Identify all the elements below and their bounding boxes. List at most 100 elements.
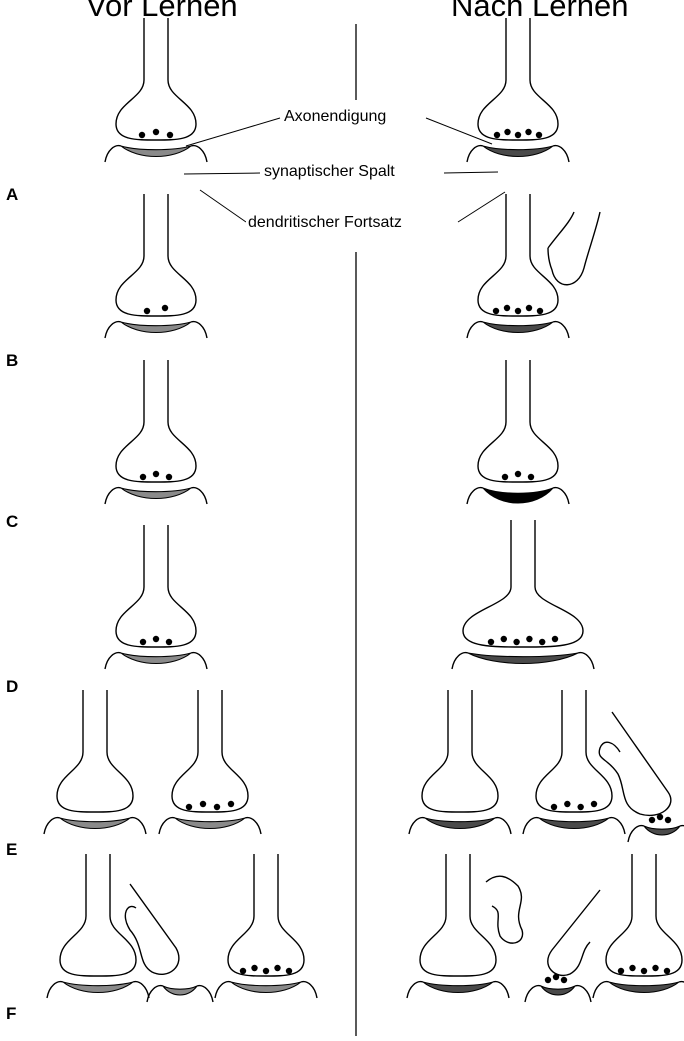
row-a-before-axon-terminal	[116, 18, 196, 140]
row-d-before-dendrite-right-edge	[191, 653, 207, 669]
row-c-before-vesicle	[153, 471, 159, 477]
row-b-after-vesicle	[537, 308, 543, 314]
leader-axon-left	[186, 118, 280, 146]
row-a-after-vesicle	[536, 132, 542, 138]
row-b-before-dendrite-left-edge	[105, 322, 121, 338]
row-f-after-2-dendrite-head	[541, 986, 575, 995]
row-e-before-2-vesicle	[228, 801, 234, 807]
row-b-after-vesicle	[526, 305, 532, 311]
row-f-before-3-vesicle	[240, 968, 246, 974]
row-c-before-vesicle	[166, 474, 172, 480]
row-f-after-2-dendrite-right-edge	[575, 986, 591, 1002]
row-c-before-axon-terminal	[116, 360, 196, 482]
row-f-after-1-dendrite-left-edge	[407, 982, 423, 998]
row-a-after-vesicle	[504, 129, 510, 135]
row-d-before-vesicle	[166, 639, 172, 645]
row-c-before-dendrite-left-edge	[105, 488, 121, 504]
row-c-after-axon-terminal	[478, 360, 558, 482]
row-f-before-2-dendrite-head	[163, 986, 197, 995]
row-e-before-1-dendrite-head	[60, 818, 130, 829]
leader-cleft-right	[444, 172, 498, 173]
row-d-before-dendrite-head	[121, 653, 191, 664]
row-e-after-3-vesicle	[657, 814, 663, 820]
row-e-after-1-dendrite-left-edge	[409, 818, 425, 834]
row-f-before-3-vesicle	[286, 968, 292, 974]
leader-dendrite-right	[458, 192, 505, 222]
row-e-after-3-dendrite-right-edge	[680, 826, 684, 842]
row-a-before-vesicle	[139, 132, 145, 138]
row-b-before-dendrite-head	[121, 322, 191, 333]
row-label-e: E	[6, 840, 17, 860]
row-label-b: B	[6, 351, 18, 371]
row-f-after-2-dendrite-left-edge	[525, 986, 541, 1002]
row-f-after-3-dendrite-head	[609, 982, 679, 993]
column-title-after: Nach Lernen	[451, 0, 629, 26]
row-f-before-3-dendrite-left-edge	[215, 982, 231, 998]
row-f-after-3-vesicle	[652, 965, 658, 971]
leader-cleft-left	[184, 173, 260, 174]
row-f-before-1-dendrite-head	[63, 982, 133, 993]
row-f-after-3-vesicle	[629, 965, 635, 971]
row-f-after-1-axon-terminal	[420, 854, 496, 976]
row-f-after-2-vesicle	[545, 977, 551, 983]
row-label-d: D	[6, 677, 18, 697]
row-c-after-vesicle	[515, 471, 521, 477]
row-c-after-dendrite-head	[483, 488, 553, 503]
callout-dendritic-spine: dendritischer Fortsatz	[246, 213, 404, 233]
row-f-after-3-vesicle	[618, 968, 624, 974]
row-e-after-1-axon-terminal	[422, 690, 498, 812]
row-d-after-axon-terminal	[463, 520, 583, 647]
row-f-before-3-vesicle	[274, 965, 280, 971]
row-d-after-dendrite-right-edge	[578, 653, 594, 669]
row-e-before-2-dendrite-head	[175, 818, 245, 829]
row-e-after-3-vesicle	[649, 817, 655, 823]
row-a-before-vesicle	[153, 129, 159, 135]
row-e-after-2-vesicle	[577, 804, 583, 810]
row-e-after-2-vesicle	[591, 801, 597, 807]
row-c-after-dendrite-right-edge	[553, 488, 569, 504]
row-a-after-vesicle	[494, 132, 500, 138]
row-f-after-3-dendrite-right-edge	[679, 982, 684, 998]
row-label-a: A	[6, 185, 18, 205]
row-e-after-1-dendrite-head	[425, 818, 495, 829]
row-label-c: C	[6, 512, 18, 532]
row-f-after-2-vesicle	[561, 977, 567, 983]
row-f-after-3-dendrite-left-edge	[593, 982, 609, 998]
row-f-before-2-dendrite-right-edge	[197, 986, 213, 1002]
row-f-after-1-dendrite-head	[423, 982, 493, 993]
row-b-after-dendrite-right-edge	[553, 322, 569, 338]
row-f-before-3-vesicle	[251, 965, 257, 971]
row-d-after-vesicle	[526, 636, 532, 642]
row-b-after-vesicle	[515, 308, 521, 314]
row-f-after-3-vesicle	[664, 968, 670, 974]
row-e-before-2-vesicle	[186, 804, 192, 810]
row-a-before-dendrite-left-edge	[105, 146, 121, 162]
row-b-after-vesicle	[504, 305, 510, 311]
row-f-after-3-axon-terminal	[606, 854, 682, 976]
row-f-before-1-dendrite-left-edge	[47, 982, 63, 998]
row-f-after-1-dendrite-right-edge	[493, 982, 509, 998]
row-a-after-dendrite-left-edge	[467, 146, 483, 162]
row-d-before-vesicle	[140, 639, 146, 645]
row-e-before-2-dendrite-left-edge	[159, 818, 175, 834]
row-b-before-axon-terminal	[116, 194, 196, 316]
row-b-after-axon-terminal	[478, 194, 558, 316]
row-a-after-dendrite-head	[483, 146, 553, 157]
row-f-after-retracted-spine	[486, 876, 523, 943]
row-d-after-vesicle	[552, 636, 558, 642]
row-f-after-2-vesicle	[553, 974, 559, 980]
row-d-after-dendrite-left-edge	[452, 653, 468, 669]
row-e-after-2-axon-terminal	[536, 690, 612, 812]
row-e-after-2-vesicle	[564, 801, 570, 807]
row-b-before-vesicle	[162, 305, 168, 311]
row-e-before-2-dendrite-right-edge	[245, 818, 261, 834]
row-d-after-vesicle	[513, 639, 519, 645]
row-a-before-vesicle	[167, 132, 173, 138]
row-c-before-vesicle	[140, 474, 146, 480]
row-b-after-new-spine	[548, 212, 600, 285]
row-f-after-side-spine	[548, 890, 600, 975]
row-d-after-vesicle	[539, 639, 545, 645]
row-b-before-vesicle	[144, 308, 150, 314]
row-e-after-side-spine	[599, 712, 671, 815]
